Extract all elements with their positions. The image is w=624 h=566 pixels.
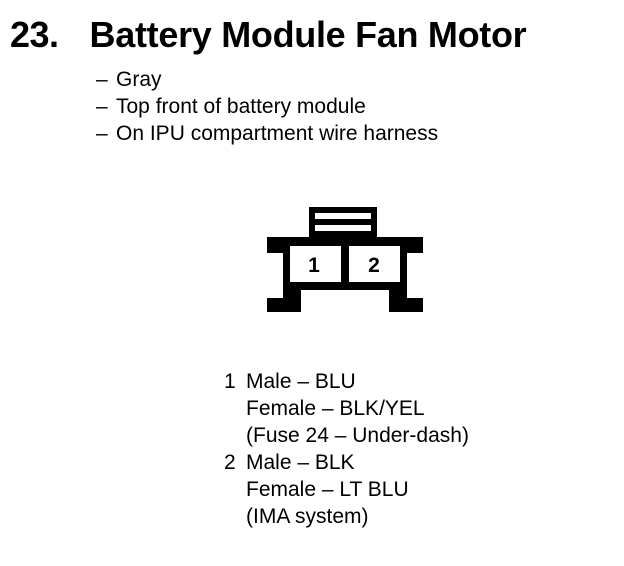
legend-entry-pin-2: 2 Male – BLK Female – LT BLU (IMA system… xyxy=(224,449,554,530)
legend-pin-number: 2 xyxy=(224,451,236,474)
legend-male-wire: Male – BLU xyxy=(246,370,356,393)
attribute-list: – Gray – Top front of battery module – O… xyxy=(96,66,556,147)
connector-diagram: 1 2 xyxy=(262,202,428,318)
list-item: – Top front of battery module xyxy=(96,93,556,120)
attribute-location: Top front of battery module xyxy=(116,95,366,118)
list-item: – On IPU compartment wire harness xyxy=(96,120,556,147)
item-number: 23. xyxy=(10,14,59,55)
page-title: 23. Battery Module Fan Motor xyxy=(10,14,527,56)
list-item: – Gray xyxy=(96,66,556,93)
legend-circuit-note: (Fuse 24 – Under-dash) xyxy=(246,424,469,447)
legend-female-wire: Female – BLK/YEL xyxy=(246,397,425,420)
legend-pin-1-lines: Male – BLU Female – BLK/YEL (Fuse 24 – U… xyxy=(246,368,554,449)
legend-pin-number: 1 xyxy=(224,370,236,393)
pin-legend: 1 Male – BLU Female – BLK/YEL (Fuse 24 –… xyxy=(224,368,554,530)
attribute-color: Gray xyxy=(116,68,162,91)
pin-cavity-1-label: 1 xyxy=(308,254,320,277)
attribute-harness: On IPU compartment wire harness xyxy=(116,122,439,145)
locking-tab-icon xyxy=(309,207,377,238)
connector-body-icon xyxy=(267,237,423,312)
legend-female-wire: Female – LT BLU xyxy=(246,478,409,501)
item-name: Battery Module Fan Motor xyxy=(89,14,527,55)
legend-male-wire: Male – BLK xyxy=(246,451,355,474)
legend-pin-2-lines: Male – BLK Female – LT BLU (IMA system) xyxy=(246,449,554,530)
legend-entry-pin-1: 1 Male – BLU Female – BLK/YEL (Fuse 24 –… xyxy=(224,368,554,449)
dash-bullet-icon: – xyxy=(96,122,108,145)
dash-bullet-icon: – xyxy=(96,68,108,91)
legend-circuit-note: (IMA system) xyxy=(246,505,369,528)
pin-cavity-2-label: 2 xyxy=(368,254,380,277)
dash-bullet-icon: – xyxy=(96,95,108,118)
